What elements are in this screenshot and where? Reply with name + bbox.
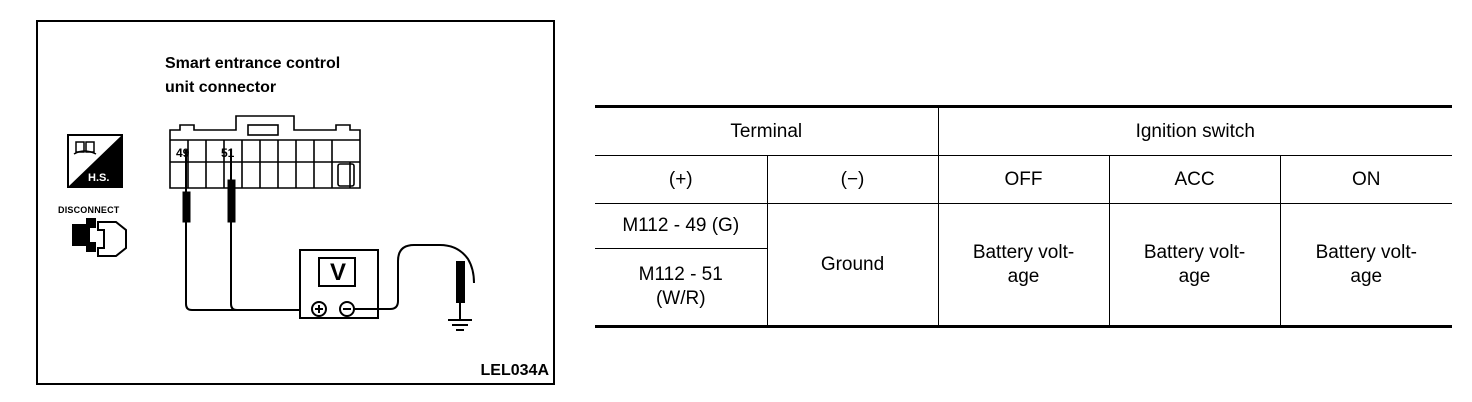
- cell-acc-line2: age: [1178, 265, 1211, 287]
- cell-off-value: Battery volt- age: [937, 203, 1110, 328]
- cell-acc-value: Battery volt- age: [1108, 203, 1281, 328]
- cell-off-line2: age: [1007, 265, 1040, 287]
- header-acc: ACC: [1108, 155, 1281, 204]
- diagram-drawing: [67, 115, 475, 331]
- pin-label-49: 49: [176, 146, 190, 160]
- connector-title-line2: unit connector: [165, 79, 277, 96]
- pin-label-51: 51: [221, 146, 235, 160]
- terminal-voltage-table: Terminal Ignition switch (+) (−) OFF ACC…: [595, 105, 1453, 328]
- header-ignition-switch: Ignition switch: [937, 105, 1453, 156]
- voltmeter-label: V: [329, 259, 346, 286]
- connector-title-line1: Smart entrance control: [165, 55, 341, 72]
- hs-label: H.S.: [88, 172, 110, 184]
- disconnect-connector-icon: [72, 218, 127, 257]
- header-row-2: (+) (−) OFF ACC ON: [595, 155, 1453, 204]
- table-row: M112 - 51 (W/R): [595, 248, 1452, 328]
- header-terminal: Terminal: [595, 105, 939, 156]
- disconnect-label: DISCONNECT: [58, 205, 120, 215]
- header-plus: (+): [595, 155, 768, 204]
- test-probes: [182, 150, 300, 311]
- voltmeter: [299, 249, 379, 319]
- header-on: ON: [1279, 155, 1453, 204]
- figure-code: LEL034A: [480, 362, 549, 379]
- connector-body: [169, 115, 361, 189]
- cell-acc-line1: Battery volt-: [1143, 241, 1246, 263]
- cell-plus-49: M112 - 49 (G): [595, 203, 768, 249]
- cell-on-value: Battery volt- age: [1279, 203, 1453, 328]
- cell-plus-51-line2: (W/R): [655, 288, 706, 309]
- cell-on-line2: age: [1350, 265, 1383, 287]
- hand-symbol-icon: [67, 134, 123, 188]
- cell-on-line1: Battery volt-: [1315, 241, 1417, 263]
- wiring-diagram: Smart entrance control unit connector 49…: [36, 20, 555, 385]
- ground-icon: [448, 319, 472, 331]
- header-off: OFF: [937, 155, 1110, 204]
- table-row: M112 - 49 (G) Ground Battery volt- age B…: [595, 203, 1453, 328]
- ground-lead: [354, 244, 475, 320]
- cell-off-line1: Battery volt-: [972, 241, 1075, 263]
- header-minus: (−): [766, 155, 939, 204]
- cell-plus-51-line1: M112 - 51: [638, 264, 723, 285]
- cell-ground: Ground: [766, 203, 939, 328]
- cell-plus-51: M112 - 51 (W/R): [595, 248, 768, 328]
- header-row-1: Terminal Ignition switch: [595, 105, 1453, 156]
